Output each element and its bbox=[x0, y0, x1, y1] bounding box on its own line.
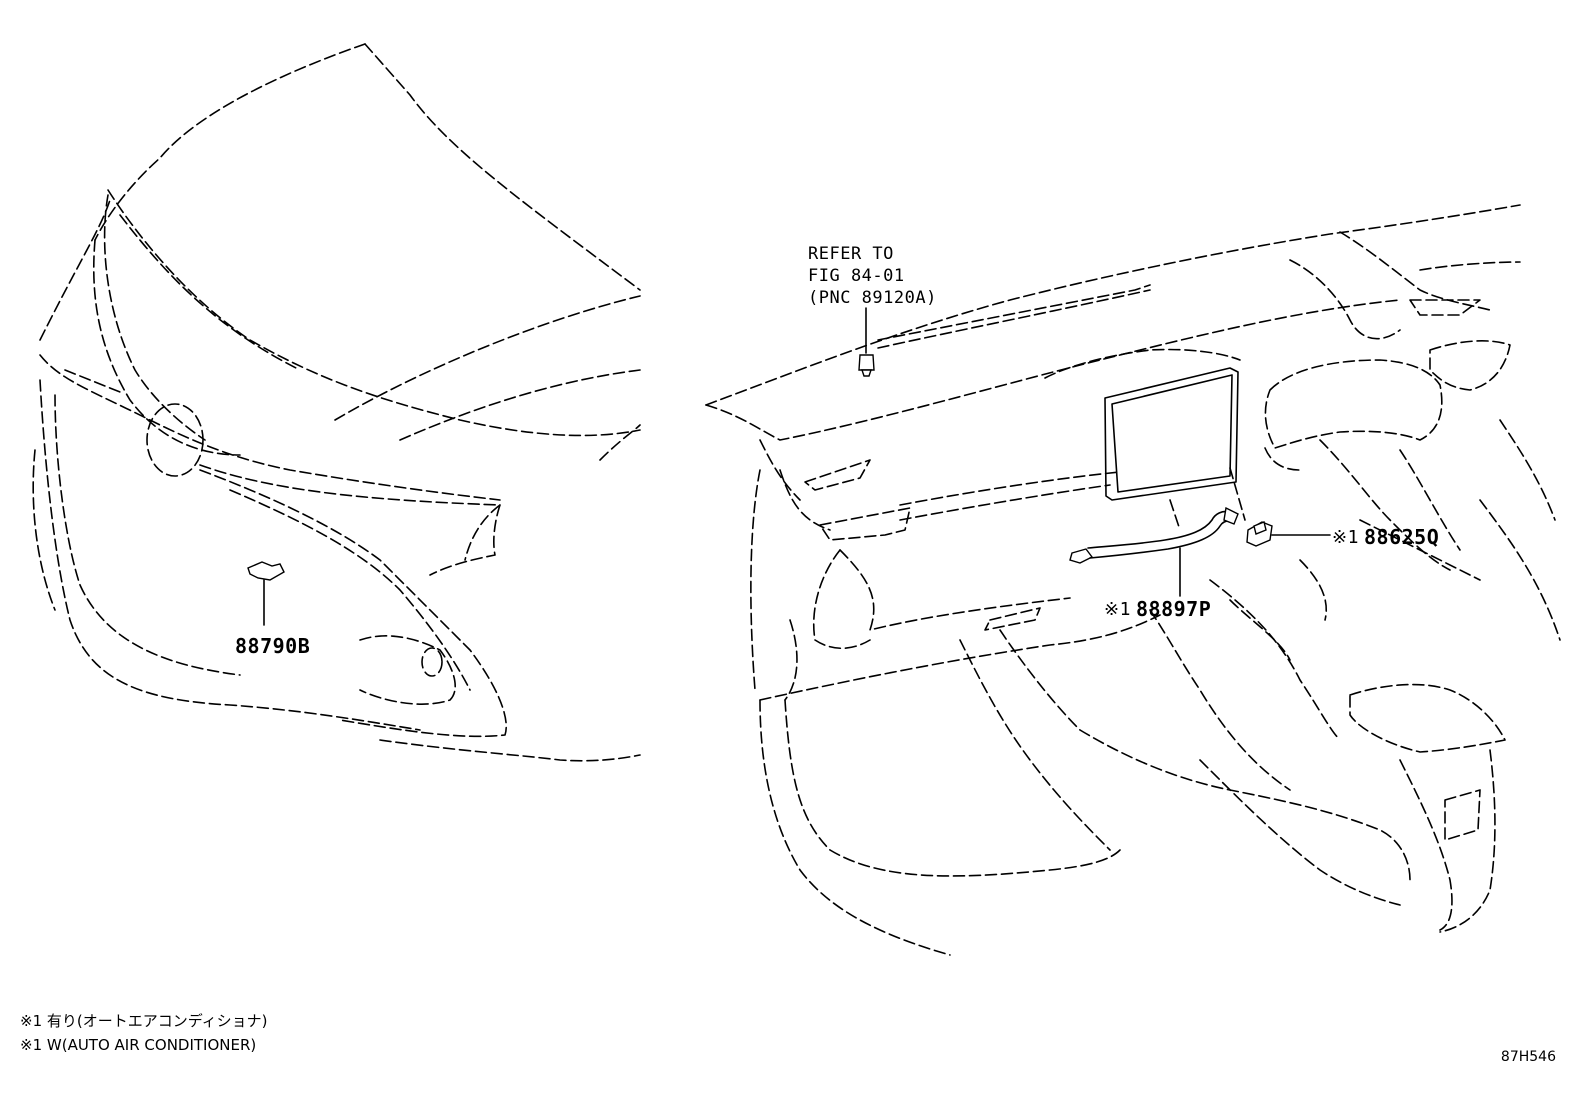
figure-id: 87H546 bbox=[1500, 1049, 1556, 1065]
front-bumper-illustration bbox=[32, 43, 641, 762]
clip-89120a bbox=[858, 307, 875, 377]
condition-mark-88625q: ※1 bbox=[1332, 527, 1359, 548]
footnote-japanese: ※1 有り(オートエアコンディショナ) bbox=[20, 1012, 268, 1030]
refer-fig-label: FIG 84-01 bbox=[808, 266, 905, 286]
refer-to-label: REFER TO bbox=[808, 244, 894, 264]
ambient-sensor-88790b bbox=[247, 561, 285, 626]
refer-pnc-label: (PNC 89120A) bbox=[808, 288, 937, 308]
sensor-88625q bbox=[1246, 521, 1331, 547]
part-number-88897p[interactable]: 88897P bbox=[1136, 597, 1212, 621]
aspirator-hose-88897p bbox=[1069, 506, 1239, 597]
part-number-88790b[interactable]: 88790B bbox=[235, 634, 311, 658]
instrument-panel-illustration bbox=[705, 204, 1561, 956]
condition-mark-88897p: ※1 bbox=[1104, 599, 1131, 620]
part-number-88625q[interactable]: 88625Q bbox=[1364, 525, 1440, 549]
footnote-english: ※1 W(AUTO AIR CONDITIONER) bbox=[20, 1036, 257, 1054]
